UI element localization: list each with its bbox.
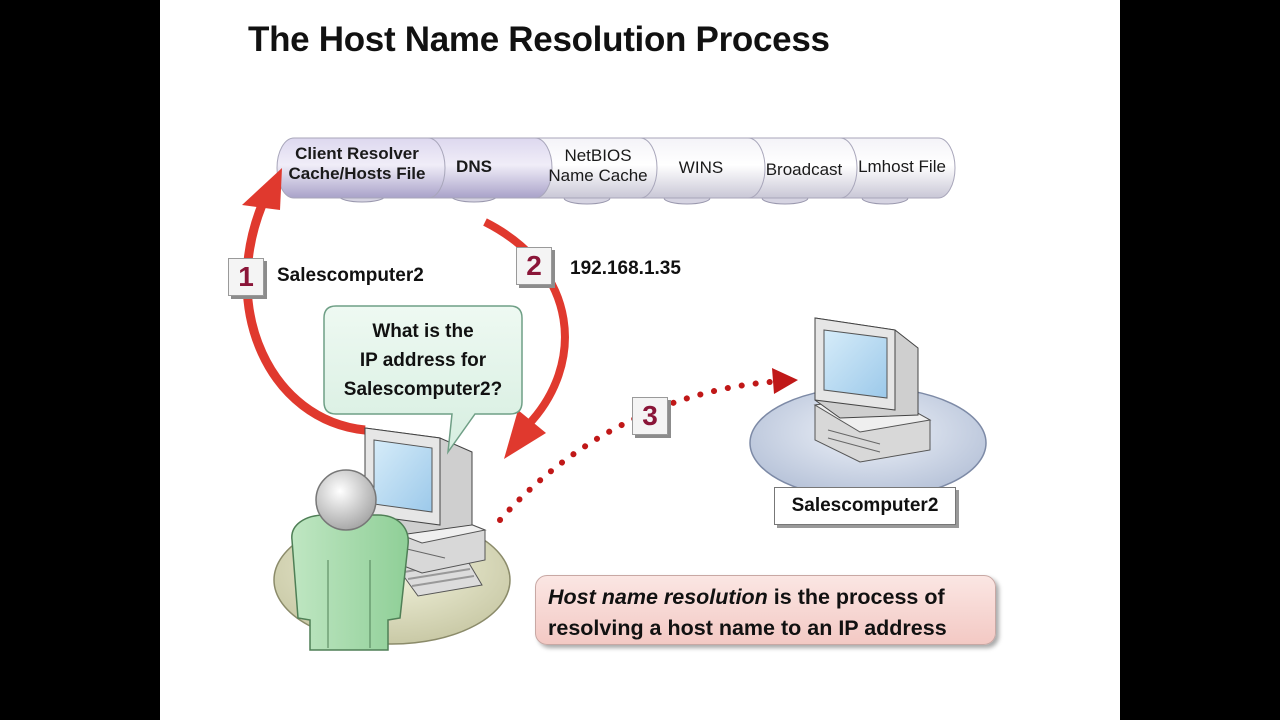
arrow-step-3 — [497, 368, 798, 523]
target-computer-label: Salescomputer2 — [774, 487, 956, 525]
definition-text: is the process of resolving a host name … — [548, 585, 947, 640]
method-netbios-name-cache: NetBIOS Name Cache — [548, 146, 648, 185]
user-person — [291, 469, 409, 651]
arrow-step-1 — [242, 168, 366, 435]
arrow-step-2 — [483, 218, 569, 459]
step-3-badge: 3 — [632, 397, 668, 435]
target-computer — [749, 317, 987, 500]
method-dns: DNS — [456, 157, 492, 176]
step-2-caption: 192.168.1.35 — [570, 258, 681, 279]
method-wins: WINS — [678, 158, 724, 177]
method-client-resolver-cache: Client Resolver Cache/Hosts File — [288, 144, 426, 183]
step-1-badge: 1 — [228, 258, 264, 296]
query-bubble — [323, 305, 523, 455]
method-lmhost-file: Lmhost File — [858, 157, 946, 176]
step-1-caption: Salescomputer2 — [277, 265, 424, 286]
resolution-pipeline — [276, 137, 956, 199]
definition-term: Host name resolution — [548, 585, 768, 609]
query-bubble-text: What is the IP address for Salescomputer… — [343, 321, 503, 400]
definition-box: Host name resolution is the process of r… — [535, 575, 996, 645]
slide: The Host Name Resolution Process — [160, 0, 1120, 720]
page-title: The Host Name Resolution Process — [248, 20, 830, 59]
diagram-graphics — [242, 137, 987, 651]
step-2-badge: 2 — [516, 247, 552, 285]
method-broadcast: Broadcast — [765, 160, 843, 179]
